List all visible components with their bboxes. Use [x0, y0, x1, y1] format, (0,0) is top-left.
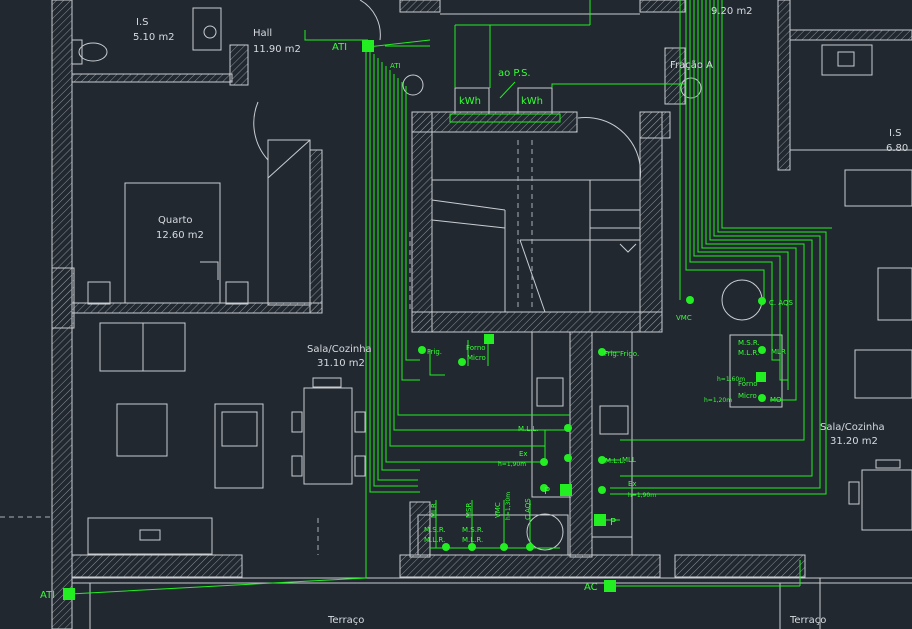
lk-frigo: Frig. [427, 348, 442, 356]
rk-h120: h=1,20m [704, 397, 732, 404]
room-terraco-right: Terraço [789, 615, 826, 626]
lk-h130: h=1,30m [505, 492, 512, 520]
label-ac: AC [584, 582, 598, 593]
rk-caqs: C. AQS [769, 299, 794, 307]
wiring-markers [63, 40, 766, 600]
dashed-lines [0, 140, 533, 555]
lk-ex-h: h=1,90m [498, 461, 526, 468]
wiring [69, 0, 832, 595]
room-sala-right-area: 31.20 m2 [830, 436, 878, 447]
rk-ex: Ex [628, 480, 637, 488]
rk-frigo: Frigo. [620, 350, 639, 358]
label-kwh-left: kWh [459, 96, 481, 107]
rk-mlr-box: M.L.R. [738, 349, 759, 357]
label-fracao: Fração A [670, 60, 713, 71]
lk-micro: Micro [467, 354, 486, 362]
rk-mll-box: M.L.L. [605, 457, 626, 465]
rk-mlr: MLR [771, 348, 786, 356]
lk-forno: Forno [466, 344, 486, 352]
rk-vmc: VMC [676, 314, 692, 322]
lk-p: P [544, 486, 550, 497]
lk-ex: Ex [519, 450, 528, 458]
room-quarto-name: Quarto [158, 215, 193, 226]
label-ati: ATI [332, 42, 347, 53]
lk-msr-vertical: MSR [465, 503, 473, 518]
room-hall-area: 11.90 m2 [253, 44, 301, 55]
room-terraco-left: Terraço [327, 615, 364, 626]
rk-micro: Micro [738, 392, 757, 400]
walls [51, 0, 912, 629]
lk-caqs-vertical: C.AQS [524, 498, 532, 520]
room-is-right-name: I.S [889, 128, 901, 139]
furniture-lines [71, 0, 912, 629]
rk-ex-h: h=1,90m [628, 492, 656, 499]
room-quarto-area: 12.60 m2 [156, 230, 204, 241]
room-is-left-name: I.S [136, 17, 148, 28]
lk-mll: M.L.L. [518, 425, 539, 433]
label-ati-box: ATI [390, 62, 401, 70]
room-sala-right-name: Sala/Cozinha [820, 422, 885, 433]
room-labels: I.S 5.10 m2 Hall 11.90 m2 Quarto 12.60 m… [133, 6, 908, 626]
label-kwh-right: kWh [521, 96, 543, 107]
rk-h160: h=1,60m [717, 376, 745, 383]
rk-mo: MO [770, 396, 782, 404]
room-sala-left-name: Sala/Cozinha [307, 344, 372, 355]
lk-msr-top: M.S.R. [424, 526, 446, 534]
electrical-labels: ATI ATI ATI AC ao P.S. kWh kWh Fração A … [40, 42, 794, 601]
room-is-left-area: 5.10 m2 [133, 32, 175, 43]
rk-frigo-box: Frig. [604, 350, 619, 358]
rk-msr: M.S.R. [738, 339, 760, 347]
lk-msr-bottom: M.S.R. [462, 526, 484, 534]
rk-mll: MLL [622, 456, 636, 464]
lk-mlr-top: M.L.R. [424, 536, 445, 544]
lk-mlr-bottom: M.L.R. [462, 536, 483, 544]
room-sala-left-area: 31.10 m2 [317, 358, 365, 369]
label-ao-ps: ao P.S. [498, 68, 531, 79]
lk-mlr-vertical: MLR [430, 503, 438, 518]
lk-vmc-vertical: VMC [494, 502, 502, 518]
room-hall-name: Hall [253, 28, 272, 39]
rk-forno: Forno [738, 380, 758, 388]
room-top-right-area: 9.20 m2 [711, 6, 753, 17]
rk-p: P [610, 517, 616, 528]
room-is-right-area: 6.80 [886, 143, 908, 154]
label-ati-bottom: ATI [40, 590, 55, 601]
